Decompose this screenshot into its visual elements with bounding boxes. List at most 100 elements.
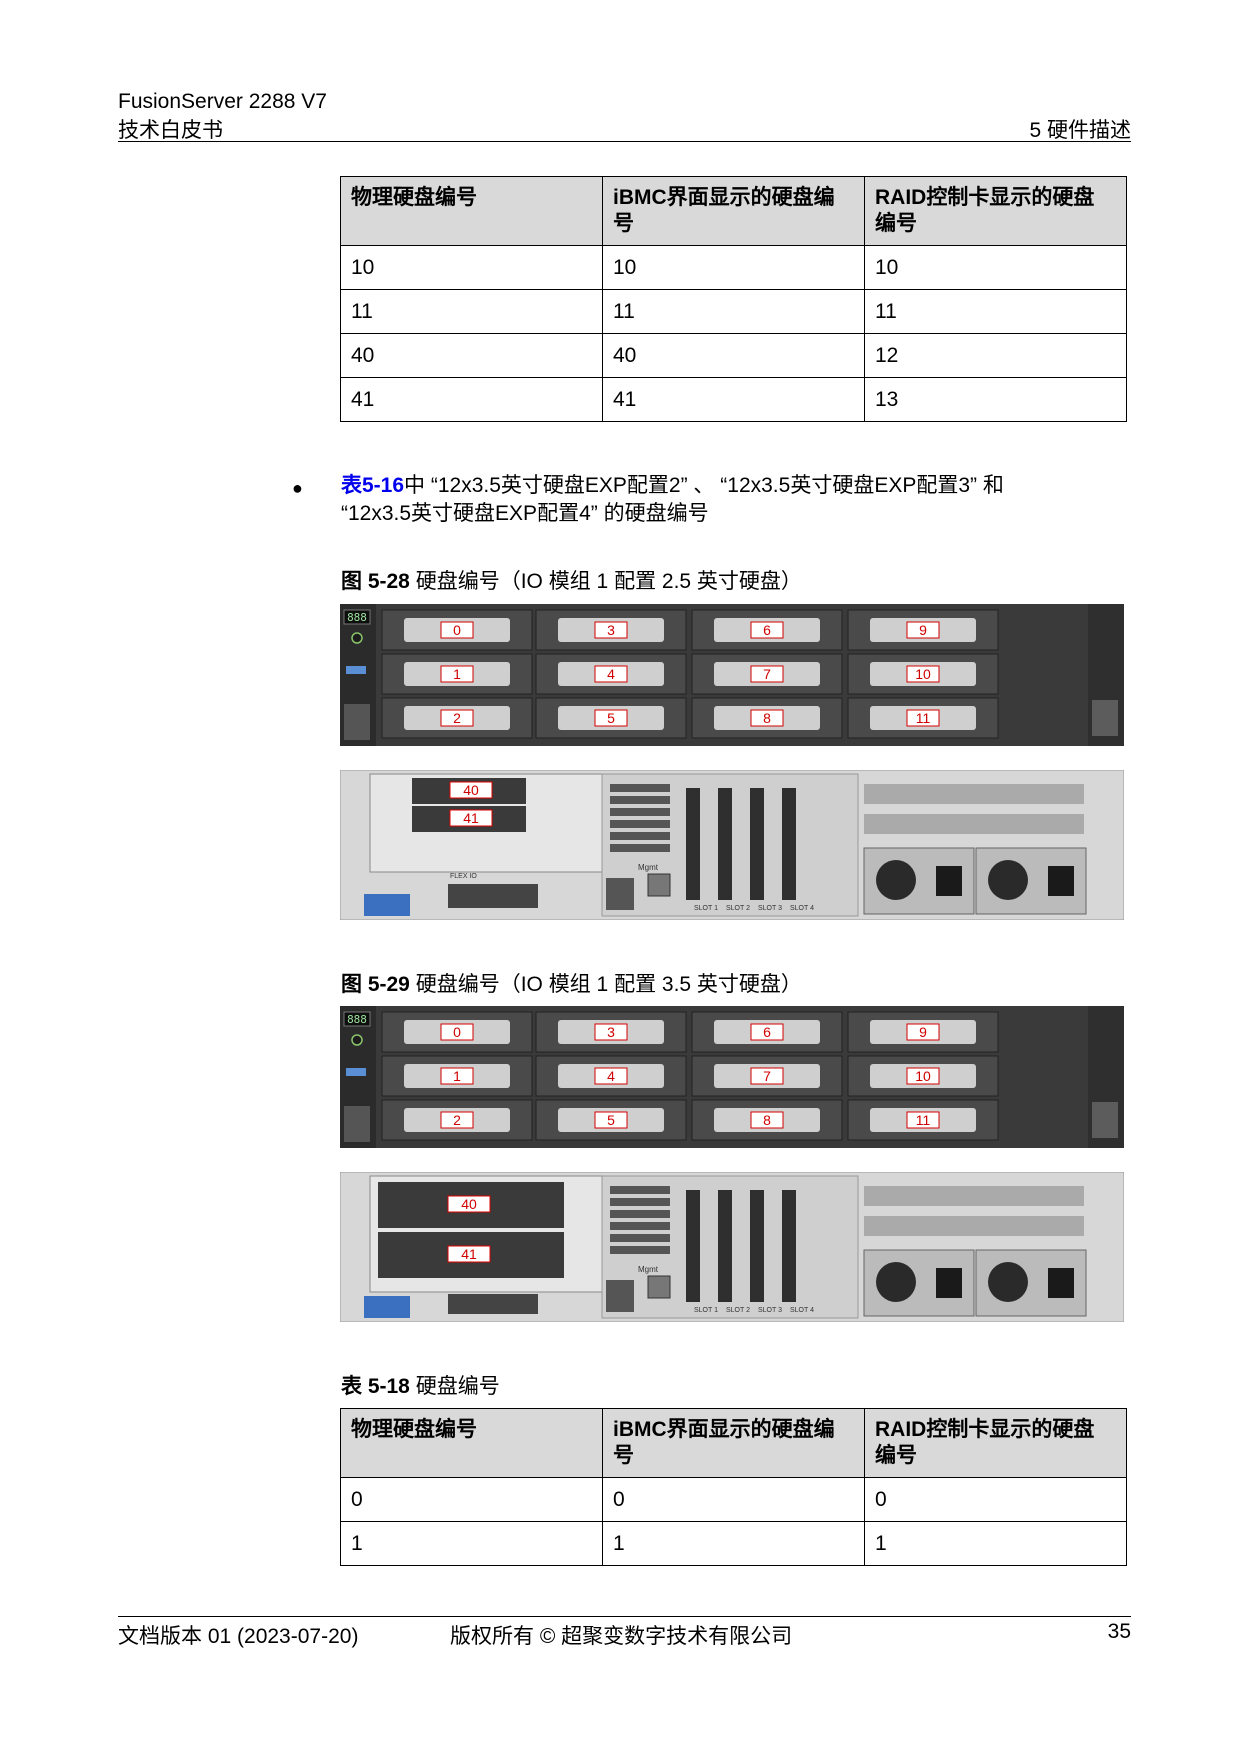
rear-slot-label-41: 41 — [461, 1246, 477, 1262]
slot-label-box — [750, 1067, 784, 1085]
slot-label-box — [440, 709, 474, 727]
slot-label-4: 4 — [607, 1068, 615, 1084]
slot-label-box — [440, 665, 474, 683]
slot-label-6: 6 — [763, 1024, 771, 1040]
footer-copyright: 版权所有 © 超聚变数字技术有限公司 — [450, 1625, 793, 1648]
panel-readout: 888 — [347, 611, 367, 624]
slot-label-9: 9 — [919, 1024, 927, 1040]
slot4-label: SLOT 4 — [790, 905, 814, 912]
slot-label-5: 5 — [607, 710, 615, 726]
header-product: FusionServer 2288 V7 — [118, 90, 327, 113]
slot-label-box — [440, 621, 474, 639]
bullet-marker: ● — [292, 478, 303, 498]
cell: 10 — [340, 245, 603, 290]
cell: 40 — [340, 333, 603, 378]
cell: 1 — [864, 1521, 1127, 1566]
th-physical: 物理硬盘编号 — [340, 176, 603, 246]
slot3-label: SLOT 3 — [758, 1307, 782, 1314]
mgmt-label: Mgmt — [638, 863, 659, 872]
slot-label-10: 10 — [915, 1068, 931, 1084]
slot-label-box — [594, 1067, 628, 1085]
cell: 12 — [864, 333, 1127, 378]
cell: 0 — [602, 1477, 865, 1522]
slot-label-11: 11 — [916, 710, 931, 726]
slot-label-6: 6 — [763, 622, 771, 638]
table-link[interactable]: 表5-16 — [341, 474, 405, 497]
cell: 13 — [864, 377, 1127, 422]
slot2-label: SLOT 2 — [726, 905, 750, 912]
footer-page-number: 35 — [1107, 1620, 1131, 1643]
bullet-text: 表5-16中 “12x3.5英寸硬盘EXP配置2” 、 “12x3.5英寸硬盘E… — [341, 472, 1131, 528]
rear-slot-label-40: 40 — [461, 1196, 477, 1212]
slot1-label: SLOT 1 — [694, 1307, 718, 1314]
slot-label-11: 11 — [916, 1112, 931, 1128]
cell: 40 — [602, 333, 865, 378]
slot-label-box — [750, 621, 784, 639]
slot-label-2: 2 — [453, 1112, 461, 1128]
slot-label-box — [906, 665, 940, 683]
figure-29-rear-panel: 40 41 Mgmt SLOT 1 SLOT 2 SLOT 3 SLOT 4 — [340, 1172, 1124, 1322]
slot-label-box — [906, 621, 940, 639]
slot-label-box — [594, 1111, 628, 1129]
slot-label-box — [440, 1111, 474, 1129]
slot-label-7: 7 — [763, 1068, 771, 1084]
slot-label-5: 5 — [607, 1112, 615, 1128]
slot-label-box — [594, 665, 628, 683]
rear-slot-label-41: 41 — [463, 810, 479, 826]
slot-label-box — [750, 665, 784, 683]
th-raid: RAID控制卡显示的硬盘编号 — [864, 176, 1127, 246]
slot-label-8: 8 — [763, 1112, 771, 1128]
slot-label-box — [906, 1067, 940, 1085]
cell: 1 — [602, 1521, 865, 1566]
slot-label-box — [906, 709, 940, 727]
slot-label-box — [440, 1067, 474, 1085]
slot-label-8: 8 — [763, 710, 771, 726]
slot-label-box — [750, 1023, 784, 1041]
cell: 11 — [864, 289, 1127, 334]
rear-slot-label-40: 40 — [463, 782, 479, 798]
slot-label-box — [440, 1023, 474, 1041]
slot-label-box — [594, 709, 628, 727]
slot-label-box — [906, 1023, 940, 1041]
cell: 0 — [340, 1477, 603, 1522]
th-raid: RAID控制卡显示的硬盘编号 — [864, 1408, 1127, 1478]
th-ibmc: iBMC界面显示的硬盘编号 — [602, 1408, 865, 1478]
slot-label-box — [594, 1023, 628, 1041]
slot-label-0: 0 — [453, 1024, 461, 1040]
panel-readout: 888 — [347, 1013, 367, 1026]
slot-label-1: 1 — [453, 1068, 461, 1084]
table-header-row: 物理硬盘编号 iBMC界面显示的硬盘编号 RAID控制卡显示的硬盘编号 — [340, 1408, 1127, 1478]
bullet-line1: 中 “12x3.5英寸硬盘EXP配置2” 、 “12x3.5英寸硬盘EXP配置3… — [404, 474, 1004, 497]
slot1-label: SLOT 1 — [694, 905, 718, 912]
th-ibmc: iBMC界面显示的硬盘编号 — [602, 176, 865, 246]
bullet-line2: “12x3.5英寸硬盘EXP配置4” 的硬盘编号 — [341, 502, 709, 525]
slot-label-3: 3 — [607, 622, 615, 638]
cell: 10 — [864, 245, 1127, 290]
slot-label-2: 2 — [453, 710, 461, 726]
cell: 1 — [340, 1521, 603, 1566]
slot-label-box — [594, 621, 628, 639]
th-physical: 物理硬盘编号 — [340, 1408, 603, 1478]
slot-label-0: 0 — [453, 622, 461, 638]
table-header-row: 物理硬盘编号 iBMC界面显示的硬盘编号 RAID控制卡显示的硬盘编号 — [340, 176, 1127, 246]
slot-label-9: 9 — [919, 622, 927, 638]
table-5-18-caption: 表 5-18 硬盘编号 — [341, 1375, 500, 1398]
cell: 10 — [602, 245, 865, 290]
cell: 11 — [602, 289, 865, 334]
slot-label-box — [906, 1111, 940, 1129]
slot3-label: SLOT 3 — [758, 905, 782, 912]
header-rule — [118, 141, 1131, 142]
slot4-label: SLOT 4 — [790, 1307, 814, 1314]
figure-28-rear-panel: 40 41 Mgmt SLOT 1 SLOT 2 SLOT 3 SLOT 4 F… — [340, 770, 1124, 920]
footer-rule — [118, 1616, 1131, 1617]
slot-label-10: 10 — [915, 666, 931, 682]
slot-label-4: 4 — [607, 666, 615, 682]
cell: 11 — [340, 289, 603, 334]
